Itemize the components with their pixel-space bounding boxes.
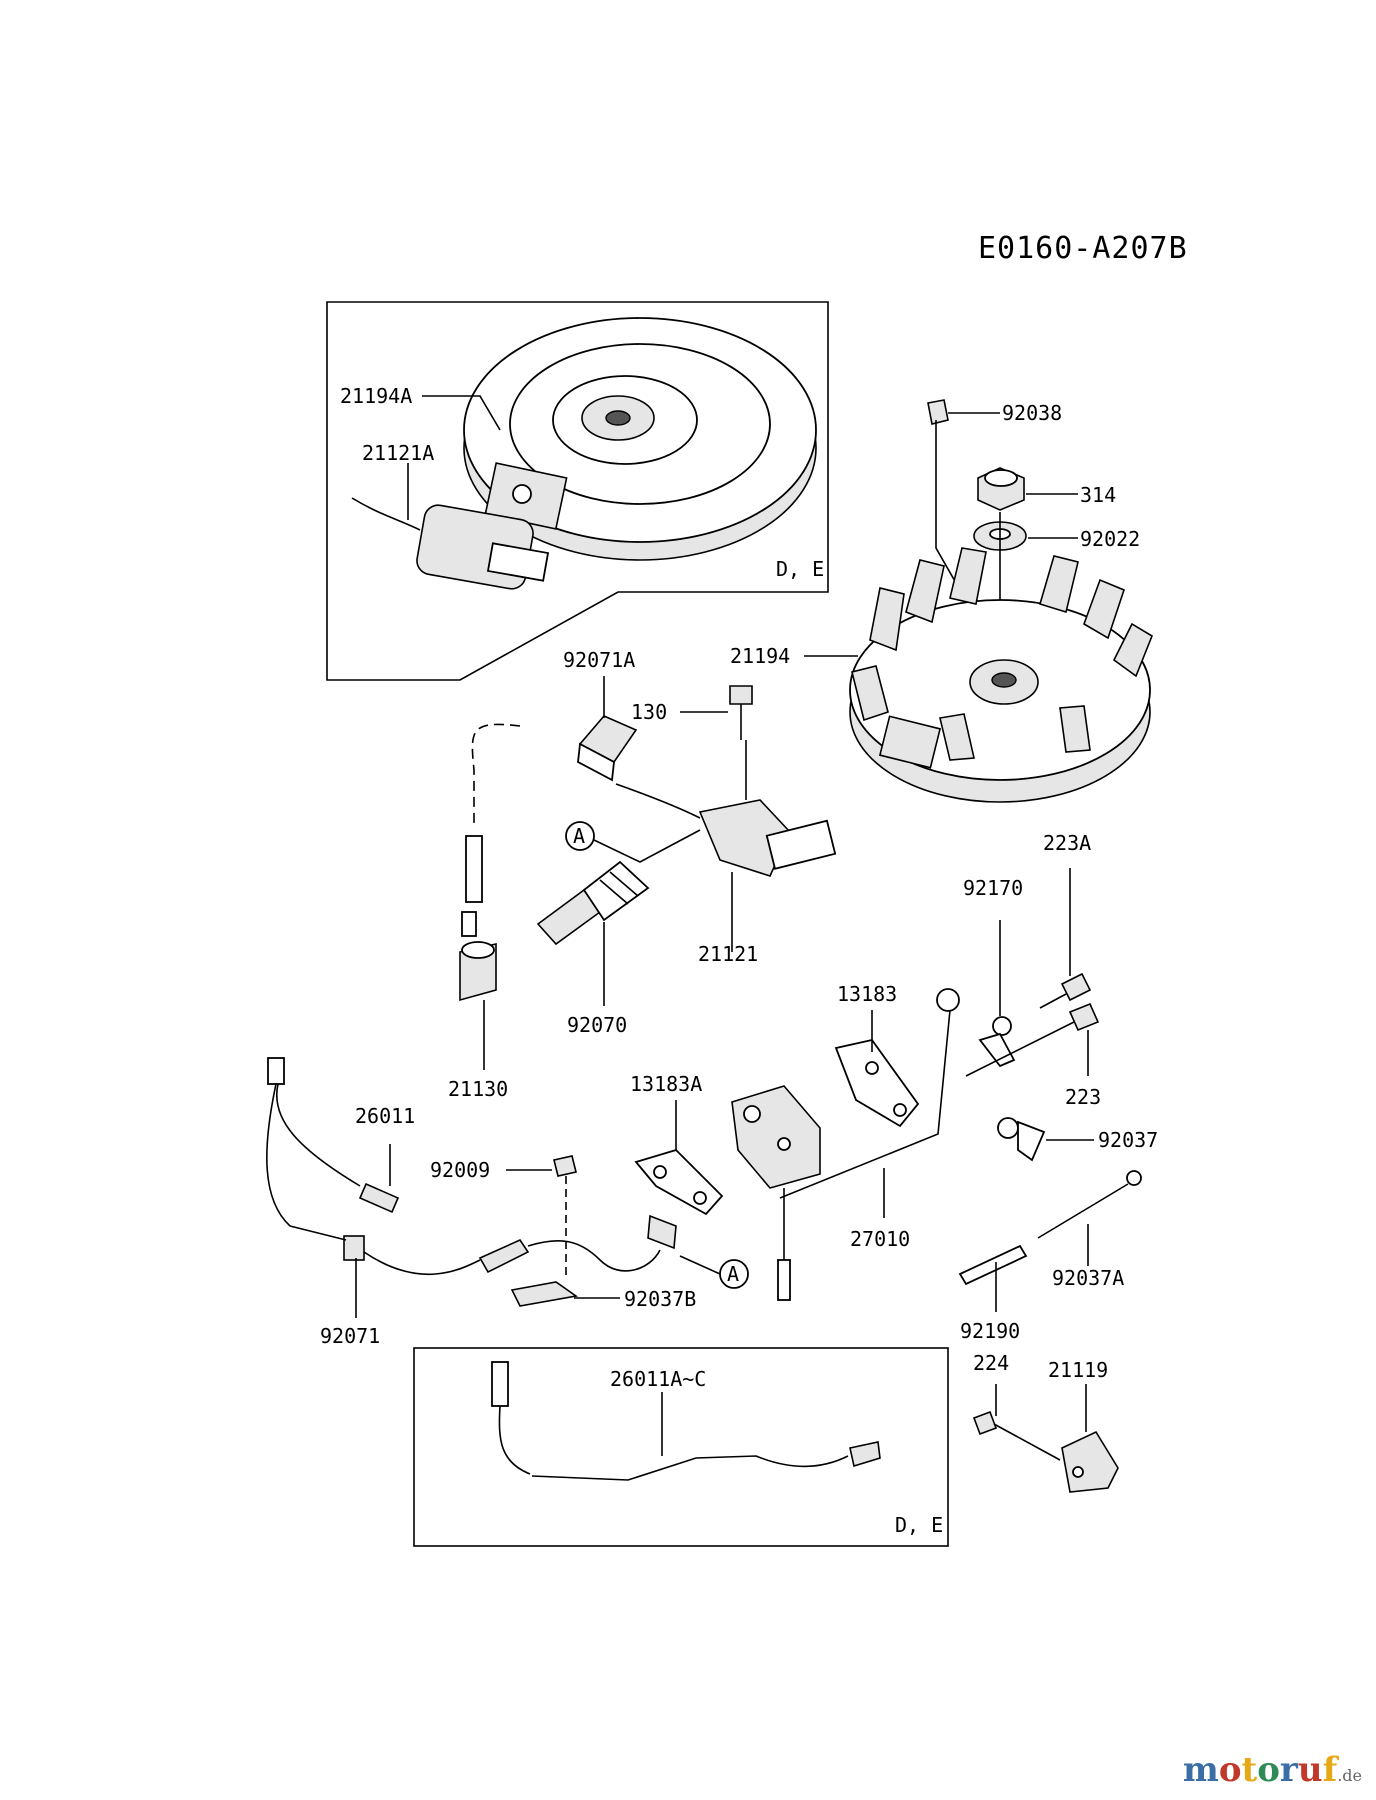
leader-21194A	[422, 395, 501, 431]
ref-marker-a-upper-text: A	[573, 824, 585, 848]
switch-92071A-drawing	[577, 715, 638, 782]
label-223: 223	[1065, 1085, 1101, 1109]
ground-wire-27010-drawing	[779, 1009, 951, 1199]
bolt-223-drawing	[965, 1002, 1100, 1077]
label-26011AC: 26011A~C	[610, 1367, 706, 1391]
label-92037B: 92037B	[624, 1287, 696, 1311]
clamp-92170-drawing	[978, 1016, 1016, 1068]
key-92038-drawing	[927, 399, 949, 425]
regulator-21119-drawing	[1061, 1430, 1119, 1493]
ignition-coil-21121-drawing	[615, 783, 837, 877]
ground-wire-ring-drawing	[936, 988, 960, 1012]
sleeve-92190-drawing	[958, 1244, 1028, 1286]
inset-variant-label-bottom: D, E	[895, 1513, 943, 1537]
inset-box-flywheel	[326, 301, 829, 681]
plate-13183-drawing	[834, 1038, 920, 1128]
label-13183A: 13183A	[630, 1072, 702, 1096]
wire-dashed-path	[471, 723, 521, 824]
nut-314-drawing	[977, 467, 1025, 511]
wire-sleeve-drawing	[465, 835, 483, 903]
label-21121: 21121	[698, 942, 758, 966]
label-314: 314	[1080, 483, 1116, 507]
label-26011: 26011	[355, 1104, 415, 1128]
leader-ref-a-upper	[593, 829, 701, 863]
screw-92009-drawing	[553, 1155, 577, 1276]
diagram-code: E0160-A207B	[978, 231, 1188, 266]
bolt-130-drawing	[729, 685, 753, 740]
label-21194A: 21194A	[340, 384, 412, 408]
inset-box-wire	[413, 1347, 949, 1547]
label-21194: 21194	[730, 644, 790, 668]
label-92037A: 92037A	[1052, 1266, 1124, 1290]
watermark-logo: motoruf.de	[1182, 1750, 1362, 1790]
label-92037: 92037	[1098, 1128, 1158, 1152]
flywheel-21194A-drawing	[463, 317, 817, 561]
plate-13183A-drawing	[634, 1148, 724, 1216]
label-92070: 92070	[567, 1013, 627, 1037]
label-21121A: 21121A	[362, 441, 434, 465]
label-27010: 27010	[850, 1227, 910, 1251]
inset-variant-label-top: D, E	[776, 557, 824, 581]
wire-26011-drawing	[266, 1057, 400, 1227]
label-223A: 223A	[1043, 831, 1091, 855]
flywheel-21194-drawing	[849, 547, 1153, 803]
ref-marker-a-upper	[565, 821, 595, 851]
label-92071A: 92071A	[563, 648, 635, 672]
label-92190: 92190	[960, 1319, 1020, 1343]
bolt-223A-drawing	[1039, 972, 1092, 1009]
tie-92037A-drawing	[1037, 1170, 1142, 1239]
label-130: 130	[631, 700, 667, 724]
wire-26011AC-drawing	[491, 1361, 881, 1481]
spark-plug-92070-drawing	[536, 860, 650, 946]
label-92022: 92022	[1080, 527, 1140, 551]
label-92038: 92038	[1002, 401, 1062, 425]
ignition-coil-21121A-drawing	[351, 497, 550, 590]
screw-224-drawing	[972, 1410, 1061, 1461]
ignition-module-drawing	[731, 1085, 821, 1301]
label-224: 224	[973, 1351, 1009, 1375]
ref-marker-a-lower-text: A	[727, 1262, 739, 1286]
harness-lower-drawing	[289, 1214, 677, 1307]
leader-ref-a-lower	[679, 1255, 721, 1275]
label-21130: 21130	[448, 1077, 508, 1101]
clamp-92037-drawing	[997, 1117, 1046, 1162]
label-92009: 92009	[430, 1158, 490, 1182]
label-92170: 92170	[963, 876, 1023, 900]
label-92071: 92071	[320, 1324, 380, 1348]
label-13183: 13183	[837, 982, 897, 1006]
label-21119: 21119	[1048, 1358, 1108, 1382]
plug-cap-21130-drawing	[459, 911, 497, 1002]
